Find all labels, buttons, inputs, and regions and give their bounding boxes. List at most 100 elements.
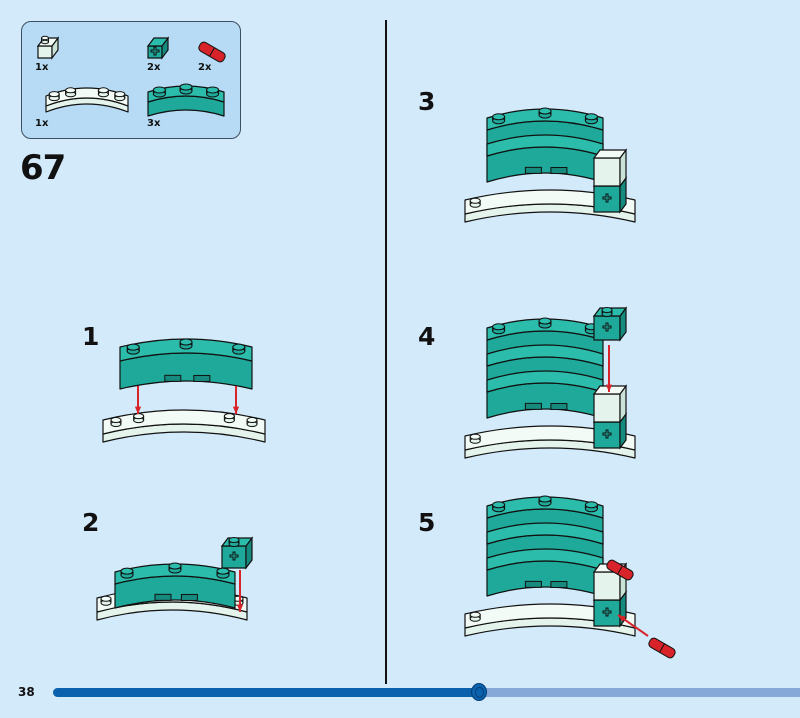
stud-top xyxy=(48,91,60,98)
step2-brick xyxy=(114,562,236,609)
white-1x1-brick xyxy=(592,384,628,424)
stud-top xyxy=(179,83,193,91)
step5-red-pin xyxy=(648,637,676,659)
top-face xyxy=(486,496,604,519)
top-face xyxy=(114,563,236,585)
plate xyxy=(464,425,636,459)
arch-notch xyxy=(524,166,542,174)
red-arrow xyxy=(617,614,649,637)
stud-top xyxy=(469,611,481,618)
teal-curved-brick xyxy=(486,134,604,183)
red-arrow xyxy=(232,386,240,414)
stud-top xyxy=(584,501,598,509)
arch-notch xyxy=(164,374,182,382)
front-face xyxy=(147,45,163,59)
part-qty: 2x xyxy=(147,62,161,73)
stud-top xyxy=(601,307,613,313)
substep-number: 5 xyxy=(418,508,436,537)
stud-top xyxy=(152,86,166,94)
page-number: 38 xyxy=(18,685,35,699)
teal-curved-brick xyxy=(486,370,604,419)
stud-top xyxy=(65,87,77,94)
axle-hole-icon xyxy=(602,322,612,332)
white-1x1-brick xyxy=(592,148,628,188)
axle-hole-icon xyxy=(602,193,612,203)
stud-top xyxy=(168,562,182,570)
substep-number: 4 xyxy=(418,322,436,351)
top-face xyxy=(146,37,170,47)
divider xyxy=(385,20,387,684)
front-face xyxy=(486,382,604,419)
arch-notch xyxy=(550,167,568,175)
stud-base xyxy=(41,39,49,45)
stud-top xyxy=(97,87,109,94)
front-face xyxy=(119,352,253,390)
front-face xyxy=(486,146,604,183)
step-number-main: 67 xyxy=(20,148,66,188)
front-face xyxy=(593,315,621,341)
progress-knob xyxy=(470,683,487,701)
stud-top xyxy=(246,417,258,424)
top-face xyxy=(464,189,636,215)
front-face xyxy=(593,571,621,601)
arch-notch xyxy=(154,593,172,601)
plate xyxy=(464,603,636,637)
pin-ridge xyxy=(659,643,665,653)
stud-top xyxy=(538,107,552,115)
top-face xyxy=(486,108,604,131)
front-face xyxy=(37,45,53,59)
stud-top xyxy=(223,413,235,420)
arrow-head xyxy=(236,604,244,612)
red-arrow xyxy=(236,570,244,612)
step4-teal-1x1-brick xyxy=(592,306,628,342)
pin-ridge xyxy=(209,47,215,57)
stud-top xyxy=(114,91,126,98)
stud-top xyxy=(492,323,506,331)
top-face xyxy=(119,338,253,362)
stud-top xyxy=(110,417,122,424)
arch-notch xyxy=(550,581,568,589)
front-face xyxy=(221,545,247,569)
top-face xyxy=(592,149,628,159)
top-face xyxy=(486,522,604,545)
arrow-head xyxy=(605,384,613,392)
front-face xyxy=(486,560,604,597)
pin-ridge xyxy=(617,565,623,575)
part-qty: 3x xyxy=(147,118,161,129)
stud-top xyxy=(120,567,134,575)
red-arrow xyxy=(605,345,613,392)
part-white-curved-plate xyxy=(45,87,129,113)
stud-top xyxy=(133,413,145,420)
substep-number: 1 xyxy=(82,322,100,351)
arrow-head xyxy=(134,406,142,414)
top-face xyxy=(486,344,604,367)
axle-hole-icon xyxy=(150,46,160,56)
arch-notch xyxy=(180,593,198,601)
stud-top xyxy=(469,197,481,204)
stud-top xyxy=(179,338,193,346)
stud-top xyxy=(469,433,481,440)
part-qty: 2x xyxy=(198,62,212,73)
stud-top xyxy=(492,113,506,121)
stud-top xyxy=(216,567,230,575)
substep-number: 2 xyxy=(82,508,100,537)
front-face xyxy=(593,157,621,187)
arch-notch xyxy=(193,374,211,382)
stud-top xyxy=(232,343,246,351)
axle-hole-icon xyxy=(602,429,612,439)
arch-notch xyxy=(524,580,542,588)
step1-brick xyxy=(119,338,253,390)
red-arrow xyxy=(134,386,142,414)
front-face xyxy=(593,393,621,423)
step1-plate xyxy=(102,409,266,443)
front-face xyxy=(593,185,621,213)
stud-top xyxy=(228,537,240,543)
front-face xyxy=(593,421,621,449)
plate xyxy=(464,189,636,223)
stud-top xyxy=(126,343,140,351)
stud-top xyxy=(584,113,598,121)
arch-notch xyxy=(524,402,542,410)
stud-top xyxy=(538,317,552,325)
top-face xyxy=(464,425,636,451)
arrow-head xyxy=(232,406,240,414)
